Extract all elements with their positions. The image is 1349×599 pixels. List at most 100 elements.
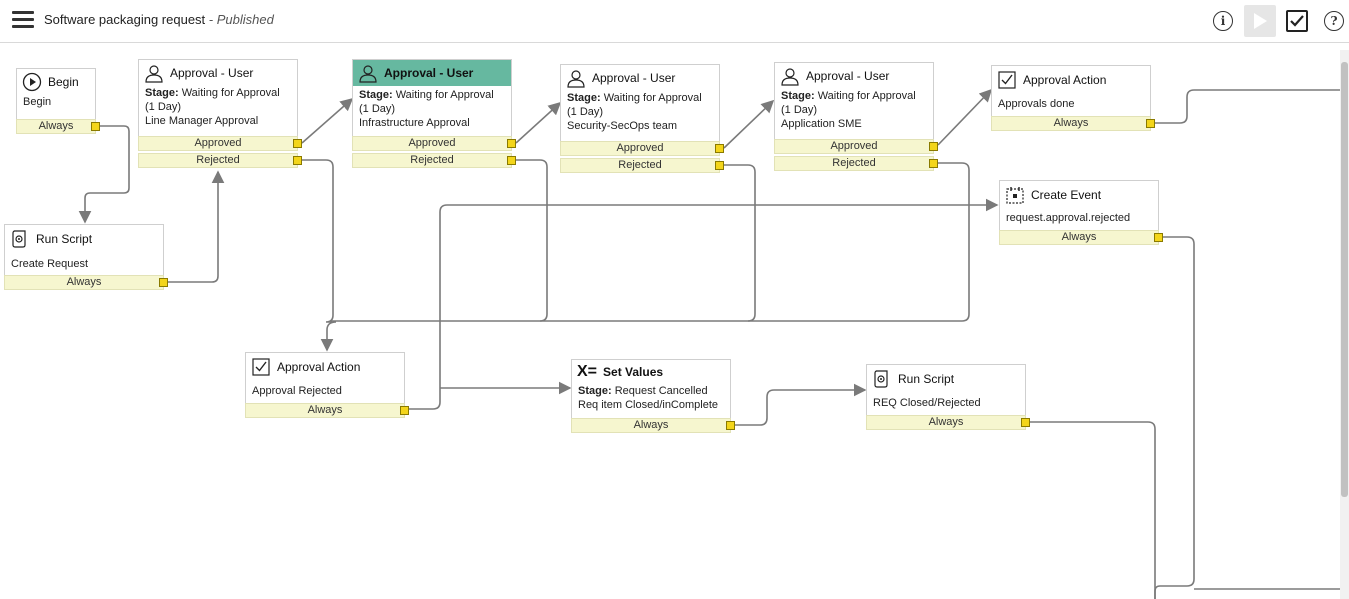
activity-body: Stage: Waiting for Approval (1 Day) Appl…: [781, 90, 916, 130]
activity-title: Approval - User: [806, 69, 890, 83]
line-reject4: [748, 162, 970, 322]
info-icon[interactable]: i: [1213, 11, 1233, 31]
activity-title: Run Script: [36, 232, 93, 246]
line-runscript-approval1: [168, 170, 225, 283]
vertical-scrollbar[interactable]: [1340, 50, 1349, 599]
condition-approved[interactable]: Approved: [352, 136, 516, 151]
condition-always[interactable]: Always: [999, 230, 1163, 245]
activity-title: Begin: [48, 75, 79, 89]
line-begin-runscript: [78, 125, 130, 224]
condition-port[interactable]: [1146, 119, 1155, 128]
condition-rejected[interactable]: Rejected: [774, 156, 938, 171]
activity-body: Stage: Waiting for Approval (1 Day) Infr…: [359, 89, 494, 129]
condition-always[interactable]: Always: [571, 418, 735, 433]
scrollbar-thumb[interactable]: [1341, 62, 1348, 497]
line-runscript2-out: [1029, 421, 1156, 599]
condition-rejected[interactable]: Rejected: [352, 153, 516, 168]
play-icon[interactable]: [1244, 5, 1276, 37]
checkbox-icon: [997, 70, 1017, 90]
condition-approved[interactable]: Approved: [774, 139, 938, 154]
user-icon: [358, 63, 378, 83]
condition-port[interactable]: [507, 139, 516, 148]
activity-header: Run Script: [5, 225, 163, 253]
condition-port[interactable]: [929, 142, 938, 151]
user-icon: [780, 66, 800, 86]
condition-port[interactable]: [715, 144, 724, 153]
activity-header: Approval - User: [561, 65, 719, 91]
activity-approval-action-done[interactable]: Approval Action Approvals done: [991, 65, 1151, 117]
help-icon[interactable]: ?: [1324, 11, 1344, 31]
line-setvalues-runscript: [735, 383, 867, 426]
condition-approved[interactable]: Approved: [138, 136, 302, 151]
activity-body: Approval Rejected: [252, 385, 342, 397]
workflow-status: - Published: [208, 12, 274, 27]
user-icon: [566, 68, 586, 88]
line-reject2: [330, 159, 548, 322]
line-approval4-done: [937, 88, 993, 146]
script-icon: [10, 229, 30, 249]
activity-approval-action-rejected[interactable]: Approval Action Approval Rejected: [245, 352, 405, 404]
line-reject1: [302, 159, 334, 323]
activity-begin[interactable]: Begin Begin: [16, 68, 96, 120]
condition-always[interactable]: Always: [991, 116, 1155, 131]
condition-port[interactable]: [159, 278, 168, 287]
user-icon: [144, 63, 164, 83]
activity-title: Approval Action: [1023, 73, 1107, 87]
condition-port[interactable]: [726, 421, 735, 430]
condition-port[interactable]: [715, 161, 724, 170]
activity-title: Run Script: [898, 372, 955, 386]
activity-approval-user-line-manager[interactable]: Approval - User Stage: Waiting for Appro…: [138, 59, 298, 137]
activity-approval-user-security[interactable]: Approval - User Stage: Waiting for Appro…: [560, 64, 720, 142]
workflow-header: Software packaging request - Published i…: [0, 0, 1349, 43]
transition-lines: [78, 88, 1349, 599]
activity-run-script-req-closed[interactable]: Run Script REQ Closed/Rejected: [866, 364, 1026, 416]
activity-approval-user-application-sme[interactable]: Approval - User Stage: Waiting for Appro…: [774, 62, 934, 140]
activity-set-values[interactable]: X= Set Values Stage: Request Cancelled R…: [571, 359, 731, 419]
condition-port[interactable]: [293, 139, 302, 148]
line-rejected-createevent: [409, 198, 999, 410]
condition-always[interactable]: Always: [4, 275, 168, 290]
activity-approval-user-infrastructure[interactable]: Approval - User Stage: Waiting for Appro…: [352, 59, 512, 137]
workflow-canvas[interactable]: Begin Begin Always Run Script Create Req…: [0, 43, 1349, 599]
line-approval1-approval2: [301, 97, 354, 144]
activity-title: Approval - User: [170, 66, 254, 80]
activity-body: request.approval.rejected: [1006, 212, 1131, 224]
condition-always[interactable]: Always: [866, 415, 1030, 430]
activity-body: Stage: Waiting for Approval (1 Day) Line…: [145, 87, 280, 127]
condition-port[interactable]: [1021, 418, 1030, 427]
activity-header: Run Script: [867, 365, 1025, 393]
line-reject-merge: [320, 321, 337, 352]
condition-port[interactable]: [1154, 233, 1163, 242]
condition-port[interactable]: [293, 156, 302, 165]
checkbox-icon[interactable]: [1286, 10, 1308, 32]
condition-port[interactable]: [929, 159, 938, 168]
condition-always[interactable]: Always: [245, 403, 409, 418]
condition-port[interactable]: [507, 156, 516, 165]
activity-title: Approval - User: [384, 66, 474, 80]
condition-approved[interactable]: Approved: [560, 141, 724, 156]
condition-port[interactable]: [91, 122, 100, 131]
activity-body: Stage: Request Cancelled Req item Closed…: [578, 385, 719, 411]
line-createevent-out: [1154, 236, 1195, 599]
activity-create-event[interactable]: Create Event request.approval.rejected: [999, 180, 1159, 232]
condition-port[interactable]: [400, 406, 409, 415]
activity-header: Approval Action: [246, 353, 404, 381]
line-approval3-approval4: [723, 99, 775, 149]
set-values-icon: X=: [577, 363, 598, 380]
condition-always[interactable]: Always: [16, 119, 100, 134]
activity-run-script-create-request[interactable]: Run Script Create Request: [4, 224, 164, 276]
activity-header: X= Set Values: [572, 360, 730, 384]
activity-header: Approval - User: [139, 60, 297, 86]
checkbox-icon: [251, 357, 271, 377]
activity-header: Begin: [17, 69, 95, 95]
line-done-out: [1155, 89, 1349, 124]
activity-header: Approval Action: [992, 66, 1150, 94]
activity-body: Stage: Waiting for Approval (1 Day) Secu…: [567, 92, 702, 132]
condition-rejected[interactable]: Rejected: [138, 153, 302, 168]
play-circle-icon: [22, 72, 42, 92]
script-icon: [872, 369, 892, 389]
hamburger-menu-icon[interactable]: [12, 11, 34, 31]
activity-title: Create Event: [1031, 188, 1102, 202]
activity-title: Approval - User: [592, 71, 676, 85]
condition-rejected[interactable]: Rejected: [560, 158, 724, 173]
